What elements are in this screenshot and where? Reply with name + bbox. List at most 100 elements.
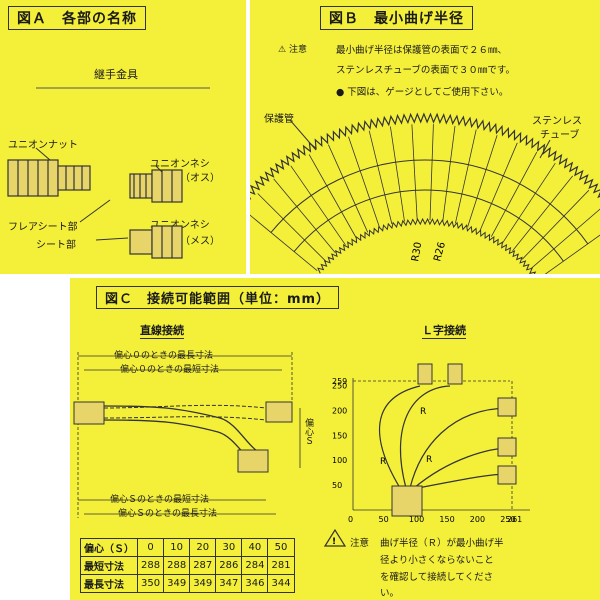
table-cell: 288 — [136, 556, 165, 575]
union-screw-male-label: ユニオンネシ — [150, 159, 210, 170]
note-line-3: ● 下図は、ゲージとしてご使用下さい。 — [336, 87, 509, 98]
y-tick-label: 250 — [332, 382, 347, 391]
panel-b-min-bend-radius: 図Ｂ 最小曲げ半径 ⚠ 注意 最小曲げ半径は保護管の表面で２６㎜、 ステンレスチ… — [250, 0, 600, 274]
union-nut-label: ユニオンナット — [8, 140, 78, 151]
straight-hose — [73, 401, 293, 473]
note-line-2: ステンレスチューブの表面で３０㎜です。 — [336, 65, 515, 76]
x-tick-label: 261 — [507, 515, 522, 524]
l-shape-fittings — [391, 363, 517, 517]
gauge-radial-line — [328, 144, 369, 233]
caution-icon: ! — [323, 528, 347, 547]
gauge-radial-line — [501, 162, 556, 244]
r30-label: R30 — [410, 241, 424, 262]
fitting-label: 継手金具 — [94, 68, 138, 81]
y-tick-label: 259 — [332, 377, 347, 386]
table-cell: 349 — [163, 574, 191, 593]
panel-c-title: 図Ｃ 接続可能範囲（単位：mm） — [96, 286, 340, 309]
table-cell: 287 — [189, 556, 217, 575]
gauge-radial-line — [250, 214, 318, 272]
c-note-line-2: 径より小さくならないこと — [380, 555, 494, 566]
y-tick-label: 150 — [332, 431, 347, 440]
union-nut-drawing — [7, 159, 91, 197]
table-header-row: 偏心（Ｓ） 0 10 20 30 40 50 — [80, 538, 295, 557]
flare-seat-label: フレアシート部 — [8, 222, 78, 233]
gauge-radial-line — [257, 193, 327, 262]
table-header-cell: 30 — [215, 538, 243, 557]
gauge-radial-line — [512, 175, 574, 252]
table-row: 最短寸法 288 288 287 286 284 281 — [80, 556, 295, 575]
l-shape-hoses — [378, 385, 511, 489]
x-tick-label: 0 — [348, 515, 353, 524]
offset-s-label: 偏心Ｓ — [303, 418, 313, 445]
straight-dimension-lines — [77, 352, 301, 518]
union-male-drawing — [129, 169, 183, 203]
table-header-cell: 0 — [136, 538, 165, 557]
gauge-radial-line — [455, 129, 477, 224]
table-cell: 350 — [136, 574, 165, 593]
male-label: （オス） — [180, 173, 220, 184]
gauge-radial-line — [368, 130, 393, 225]
gauge-radial-line — [348, 136, 380, 228]
seat-label: シート部 — [36, 240, 76, 251]
l-shape-axes — [352, 378, 530, 511]
gauge-radial-line — [273, 178, 336, 253]
part-names-drawing — [7, 87, 210, 259]
panel-a-title: 図Ａ 各部の名称 — [8, 6, 146, 30]
x-tick-label: 250 — [500, 515, 515, 524]
table-cell: 344 — [267, 574, 295, 593]
gauge-arc-r30 — [270, 159, 589, 245]
caution-label: ⚠ 注意 — [278, 45, 307, 55]
stainless-tube-outline — [317, 217, 537, 274]
table-header-cell: 40 — [241, 538, 269, 557]
panel-a-part-names: 図Ａ 各部の名称 継手金具 ユニオンナット ユニオンネシ （オス） ユニオンネシ… — [0, 0, 246, 274]
table-cell: 281 — [267, 556, 295, 575]
offset-spec-table: 偏心（Ｓ） 0 10 20 30 40 50 最短寸法 288 288 287 … — [80, 538, 295, 593]
table-header-cell: 50 — [267, 538, 295, 557]
gauge-radial-line — [544, 234, 600, 274]
panel-c-connectable-range: 図Ｃ 接続可能範囲（単位：mm） 直線接続 Ｌ字接続 偏心０のときの最長寸法 偏… — [70, 278, 600, 600]
y-tick-label: 50 — [332, 481, 342, 490]
l-shape-connection-label: Ｌ字接続 — [422, 324, 466, 339]
x-tick-label: 100 — [409, 515, 424, 524]
protective-tube-outline — [250, 112, 600, 200]
svg-text:!: ! — [332, 537, 336, 547]
stainless-label-2: チューブ — [540, 130, 580, 141]
gauge-radial-line — [411, 124, 418, 221]
gauge-radial-line — [521, 189, 590, 260]
table-cell: 288 — [163, 556, 191, 575]
gauge-radial-line — [390, 126, 405, 222]
stainless-label-1: ステンレス — [532, 116, 582, 127]
table-cell: 最短寸法 — [80, 556, 138, 575]
bend-gauge-radial-lines — [250, 124, 600, 274]
table-header-cell: 20 — [189, 538, 217, 557]
note-line-1: 最小曲げ半径は保護管の表面で２６㎜、 — [336, 45, 508, 56]
x-tick-label: 150 — [439, 515, 454, 524]
table-cell: 346 — [241, 574, 269, 593]
y-tick-label: 100 — [332, 456, 347, 465]
gauge-radial-line — [467, 135, 498, 227]
gauge-radial-line — [290, 165, 346, 246]
gauge-radial-line — [479, 142, 518, 232]
table-header-cell: 10 — [163, 538, 191, 557]
r-label-2: R — [420, 407, 426, 417]
table-header-cell: 偏心（Ｓ） — [80, 538, 138, 557]
y-tick-label: 200 — [332, 406, 347, 415]
bend-gauge-drawing: R30 R26 — [250, 112, 600, 274]
gauge-radial-line — [530, 208, 600, 269]
x-tick-label: 50 — [379, 515, 389, 524]
table-cell: 284 — [241, 556, 269, 575]
protective-tube-label: 保護管 — [264, 114, 294, 125]
r-label-3: R — [426, 455, 432, 465]
table-cell: 349 — [189, 574, 217, 593]
female-label: （メス） — [180, 236, 220, 247]
c-note-line-4: い。 — [380, 588, 400, 599]
c-note-line-1: 曲げ半径（Ｒ）が最小曲げ半 — [380, 538, 504, 549]
gauge-radial-line — [429, 124, 434, 221]
panel-b-title: 図Ｂ 最小曲げ半径 — [320, 6, 473, 30]
table-cell: 286 — [215, 556, 243, 575]
table-cell: 347 — [215, 574, 243, 593]
c-caution-label: 注意 — [350, 538, 370, 549]
